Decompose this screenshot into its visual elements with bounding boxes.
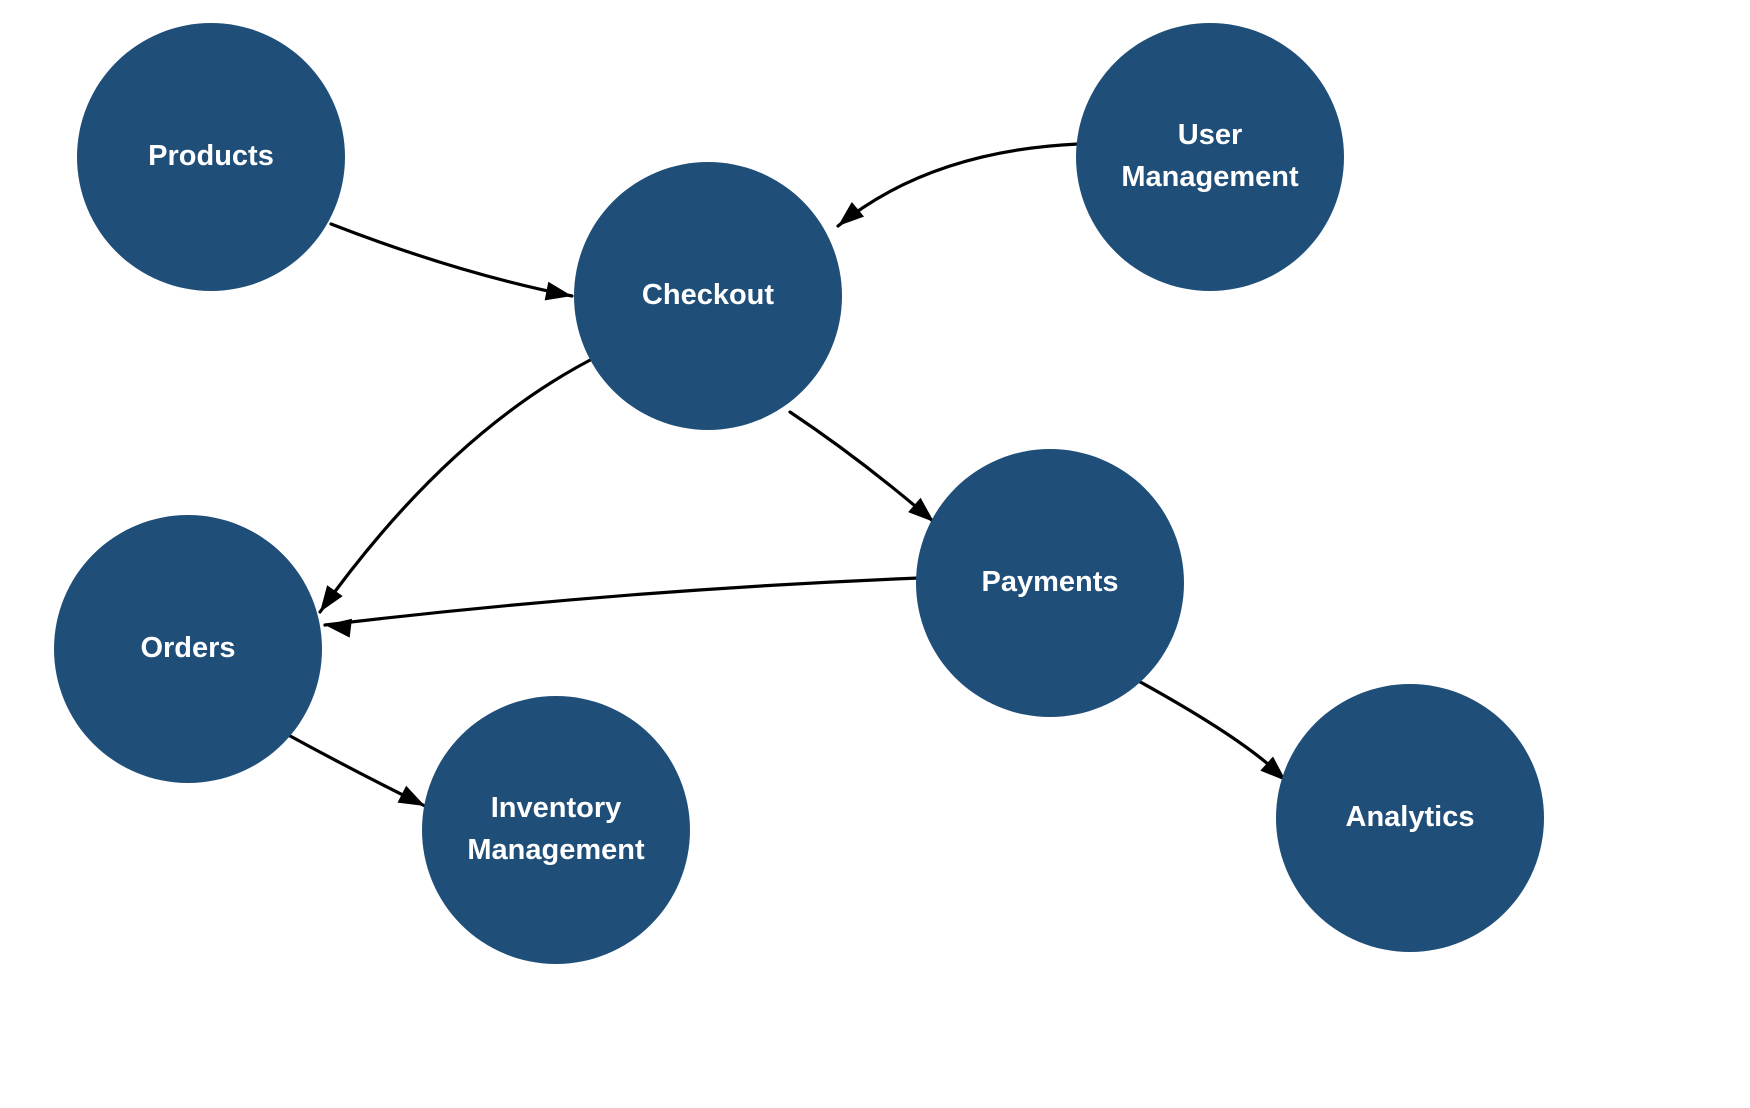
node-circle[interactable]: [422, 696, 690, 964]
node-circle[interactable]: [54, 515, 322, 783]
edge-orders-to-inventory-management: [279, 729, 427, 808]
arrowhead-icon: [320, 585, 343, 612]
node-circle[interactable]: [574, 162, 842, 430]
node-analytics[interactable]: Analytics: [1276, 684, 1544, 952]
node-circle[interactable]: [77, 23, 345, 291]
node-payments[interactable]: Payments: [916, 449, 1184, 717]
edge-checkout-to-payments: [788, 410, 936, 524]
edge-checkout-to-orders: [318, 353, 602, 614]
arrowhead-icon: [838, 202, 865, 226]
edge-payments-to-orders: [323, 576, 921, 638]
edge-products-to-checkout: [329, 222, 574, 301]
node-circle[interactable]: [1076, 23, 1344, 291]
node-checkout[interactable]: Checkout: [574, 162, 842, 430]
edge-line: [329, 222, 574, 298]
arrowhead-icon: [544, 281, 572, 301]
arrowhead-icon: [1260, 756, 1286, 781]
node-circle[interactable]: [916, 449, 1184, 717]
edge-line: [836, 142, 1080, 228]
arrowhead-icon: [325, 618, 352, 638]
edges-layer: [279, 142, 1288, 808]
edge-line: [323, 576, 921, 627]
edge-line: [788, 410, 936, 524]
edge-line: [318, 353, 602, 614]
node-products[interactable]: Products: [77, 23, 345, 291]
edge-user-management-to-checkout: [836, 142, 1080, 228]
arrowhead-icon: [908, 497, 934, 522]
edge-line: [1131, 676, 1288, 783]
edge-payments-to-analytics: [1131, 676, 1288, 783]
node-orders[interactable]: Orders: [54, 515, 322, 783]
node-circle[interactable]: [1276, 684, 1544, 952]
arrowhead-icon: [397, 785, 425, 806]
